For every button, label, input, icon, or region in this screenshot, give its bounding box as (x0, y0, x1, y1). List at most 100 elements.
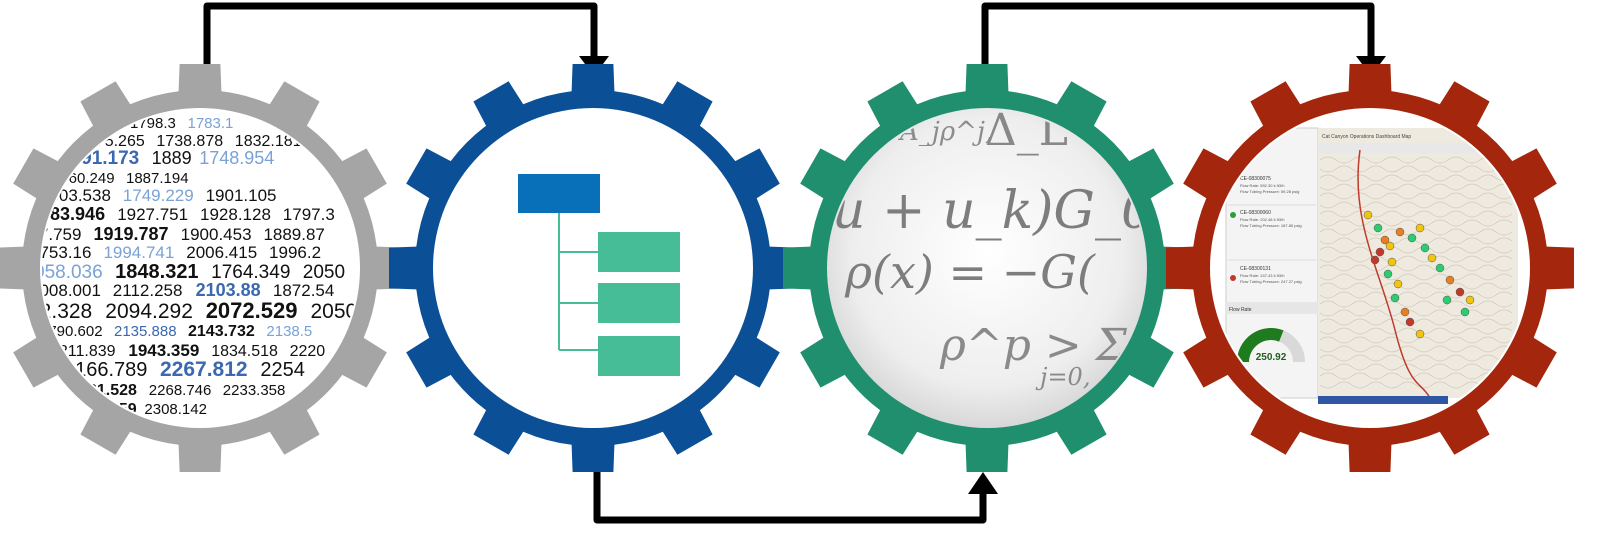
well-marker[interactable] (1427, 253, 1437, 263)
data-number: 1889 (152, 148, 192, 168)
terrain-line (1319, 327, 1513, 335)
well-marker[interactable] (1455, 287, 1465, 297)
data-number: 1887.194 (126, 170, 189, 187)
well-marker[interactable] (1375, 247, 1385, 257)
well-name: CE-08300131 (1240, 266, 1271, 272)
well-marker[interactable] (1435, 263, 1445, 273)
data-number: 2103.88 (196, 280, 261, 300)
terrain-line (1319, 219, 1513, 227)
well-name: CE-08300060 (1240, 210, 1271, 216)
math-line: j=0, (1035, 363, 1090, 391)
well-detail: Flow Tubing Pressure: 187.85 psig (1240, 223, 1302, 228)
well-detail: Flow Tubing Pressure: 247.27 psig (1240, 279, 1302, 284)
well-marker[interactable] (1460, 307, 1470, 317)
terrain-line (1319, 264, 1513, 272)
well-marker[interactable] (1420, 243, 1430, 253)
well-status-icon (1230, 212, 1236, 218)
terrain-line (1319, 300, 1513, 308)
data-number: 2138.5 (266, 323, 312, 340)
gauge-fill (1237, 328, 1284, 363)
data-number: 058.036 (34, 262, 103, 283)
well-marker[interactable] (1465, 295, 1475, 305)
dashboard-screenshot: CE-08300075 Flow Rate: 592.30 k ft3/h Fl… (1225, 127, 1518, 404)
terrain-line (1319, 165, 1513, 173)
data-number: 927.759 (20, 225, 81, 244)
terrain-line (1319, 273, 1513, 281)
terrain-line (1319, 354, 1513, 362)
well-name: CE-08300075 (1240, 176, 1271, 182)
data-number: 1900.453 (181, 225, 252, 244)
well-marker[interactable] (1373, 223, 1383, 233)
data-number: 2220 (290, 343, 326, 360)
arrow-data-to-structure (203, 2, 598, 95)
map-title: Cat Canyon Operations Dashboard Map (1322, 134, 1411, 140)
well-marker[interactable] (1363, 210, 1373, 220)
data-number: 1919.787 (93, 224, 168, 244)
terrain-line (1319, 291, 1513, 299)
well-marker[interactable] (1393, 279, 1403, 289)
well-marker[interactable] (1380, 235, 1390, 245)
data-number: 2008.001 (30, 281, 101, 300)
well-marker[interactable] (1407, 233, 1417, 243)
data-number: 2166.789 (64, 359, 147, 381)
well-marker[interactable] (1385, 241, 1395, 251)
data-number: 1889.87 (263, 225, 324, 244)
data-number: 1901.105 (206, 186, 277, 205)
math-line: ρ^p > Σ (939, 320, 1128, 371)
well-marker[interactable] (1387, 257, 1397, 267)
hierarchy-icon (518, 174, 680, 376)
terrain-line (1319, 282, 1513, 290)
well-detail: Flow Rate: 202.48 k ft3/h (1240, 217, 1284, 222)
flow-gauge: Flow Rate 250.92 (1226, 302, 1318, 363)
well-marker[interactable] (1442, 295, 1452, 305)
terrain-line (1319, 372, 1513, 380)
gauge-title: Flow Rate (1229, 307, 1252, 313)
data-number: 1749.229 (123, 186, 194, 205)
terrain-lines (1319, 156, 1513, 389)
terrain-line (1319, 210, 1513, 218)
gauge-value: 250.92 (1256, 352, 1287, 363)
map-footer-bar (1318, 396, 1448, 404)
terrain-line (1319, 318, 1513, 326)
map-toolbar[interactable] (1318, 143, 1518, 153)
well-status-icon (1230, 275, 1236, 281)
data-number: 1943.359 (128, 341, 199, 360)
well-marker[interactable] (1383, 269, 1393, 279)
map-area (1318, 128, 1518, 398)
well-marker[interactable] (1370, 255, 1380, 265)
data-number: 2254 (260, 359, 305, 381)
well-marker[interactable] (1390, 293, 1400, 303)
arrowhead-icon (968, 472, 998, 494)
dashboard-gear: CE-08300075 Flow Rate: 592.30 k ft3/h Fl… (1166, 64, 1574, 472)
data-number: 2268.746 (149, 382, 212, 399)
data-number: 1797.3 (283, 205, 335, 224)
analysis-gear: A_jρ^j, Δ_L u + u_k)G_0( ρ(x) = −G( ρ^p … (783, 64, 1191, 472)
terrain-line (1319, 255, 1513, 263)
math-formulas: A_jρ^j, Δ_L u + u_k)G_0( ρ(x) = −G( ρ^p … (832, 110, 1145, 391)
well-marker[interactable] (1395, 227, 1405, 237)
math-line: ρ(x) = −G( (844, 245, 1096, 299)
well-marker[interactable] (1400, 307, 1410, 317)
data-number: 2094.292 (105, 300, 193, 323)
well-marker[interactable] (1415, 329, 1425, 339)
data-number: 1994.741 (103, 243, 174, 262)
well-marker[interactable] (1405, 317, 1415, 327)
data-number: 2143.732 (188, 323, 255, 340)
terrain-line (1319, 345, 1513, 353)
data-number: 1927.751 (117, 205, 188, 224)
data-number: 2135.888 (114, 323, 177, 340)
terrain-line (1319, 228, 1513, 236)
data-number: 1834.518 (211, 343, 278, 360)
road-line (1357, 149, 1431, 399)
structure-gear (389, 64, 797, 472)
well-marker[interactable] (1445, 275, 1455, 285)
data-number: 1783.1 (188, 115, 234, 132)
terrain-line (1319, 156, 1513, 164)
well-marker[interactable] (1415, 223, 1425, 233)
terrain-line (1319, 174, 1513, 182)
data-number: 2267.812 (160, 358, 248, 381)
terrain-line (1319, 183, 1513, 191)
data-number: 02.328 (28, 300, 92, 323)
data-number: 1753.16 (30, 243, 91, 262)
